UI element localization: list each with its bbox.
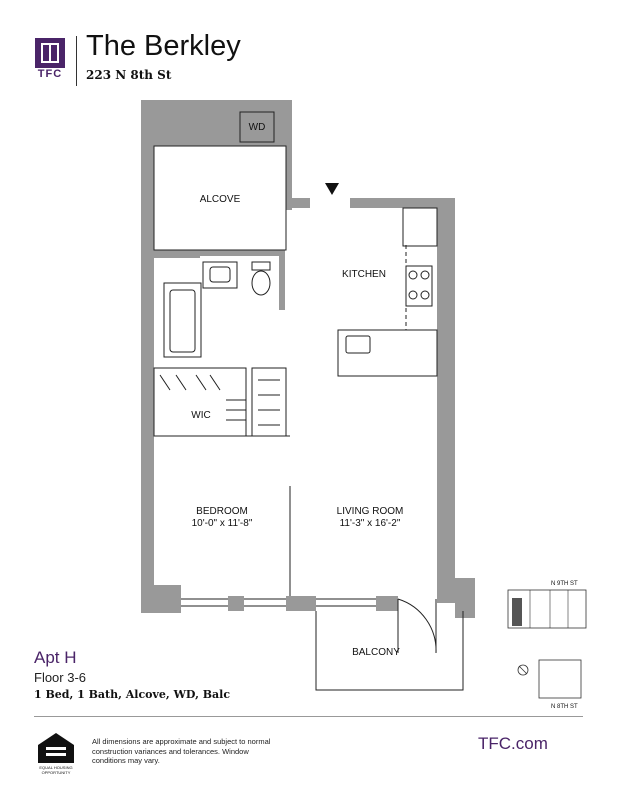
- building-address: 223 N 8th St: [86, 68, 172, 82]
- building-name: The Berkley: [86, 30, 241, 62]
- burner-4: [420, 290, 430, 300]
- wall-entry: [350, 198, 455, 208]
- wall-wd: [286, 100, 292, 210]
- room-label-kitchen: KITCHEN: [342, 269, 386, 280]
- alcove-outline: [153, 145, 287, 251]
- bathtub: [169, 289, 196, 353]
- equal-housing-text: EQUAL HOUSING OPPORTUNITY: [39, 765, 73, 775]
- wall-pier-1: [228, 596, 244, 611]
- keyplan-street-north: N 9TH ST: [551, 581, 578, 587]
- room-label-balcony: BALCONY: [352, 647, 400, 658]
- logo-text: TFC: [37, 68, 63, 80]
- entry-arrow-icon: [325, 183, 339, 195]
- wall-alcove-stub: [286, 198, 310, 208]
- balcony-door: [397, 598, 437, 654]
- burner-1: [408, 270, 418, 280]
- kitchen-island: [337, 329, 438, 377]
- website-link[interactable]: TFC.com: [478, 734, 548, 753]
- closet-outline: [251, 367, 287, 437]
- room-label-alcove: ALCOVE: [200, 194, 241, 205]
- unit-specs: 1 Bed, 1 Bath, Alcove, WD, Balc: [34, 688, 231, 701]
- toilet: [251, 270, 271, 296]
- wall-bottom-left: [141, 585, 181, 613]
- apartment-name: Apt H: [34, 648, 77, 667]
- north-compass-icon: [517, 664, 529, 676]
- sink: [209, 266, 231, 283]
- burner-3: [408, 290, 418, 300]
- header-divider: [76, 36, 77, 86]
- room-label-bedroom: BEDROOM: [196, 506, 248, 517]
- lines: [153, 111, 464, 691]
- walls: [141, 100, 475, 618]
- wall-bath-top: [154, 250, 200, 258]
- wic-outline: [153, 367, 247, 437]
- floor-range: Floor 3-6: [34, 670, 87, 685]
- fridge: [402, 207, 438, 247]
- toilet-tank: [251, 261, 271, 271]
- room-dims-bedroom: 10'-0" x 11'-8": [192, 518, 253, 529]
- disclaimer: All dimensions are approximate and subje…: [92, 737, 271, 765]
- wall-bath-right: [279, 250, 285, 310]
- wall-right: [437, 198, 455, 603]
- vanity: [202, 261, 238, 289]
- wall-bath-top2: [200, 250, 280, 256]
- bathroom-tub: [163, 282, 202, 358]
- room-label-wd: WD: [249, 122, 266, 133]
- room-label-wic: WIC: [191, 410, 210, 421]
- keyplan-street-south: N 8TH ST: [551, 704, 578, 710]
- balcony-outline: [315, 611, 464, 691]
- wall-corner: [455, 578, 475, 618]
- room-dims-living: 11'-3" x 16'-2": [340, 518, 401, 529]
- wall-pier-2: [286, 596, 316, 611]
- wall-top: [141, 100, 291, 146]
- closet-rods: [159, 374, 280, 426]
- wd-box: [239, 111, 275, 143]
- stove: [405, 265, 433, 307]
- island-sink: [345, 335, 371, 354]
- wall-pier-3: [376, 596, 398, 611]
- burner-2: [420, 270, 430, 280]
- footer-divider: [34, 716, 583, 717]
- equal-housing-icon: [38, 733, 74, 763]
- brand-logo: [35, 38, 65, 68]
- key-plan: N 9TH ST N 8TH ST: [507, 581, 587, 710]
- room-label-living: LIVING ROOM: [337, 506, 404, 517]
- wall-left: [141, 100, 154, 598]
